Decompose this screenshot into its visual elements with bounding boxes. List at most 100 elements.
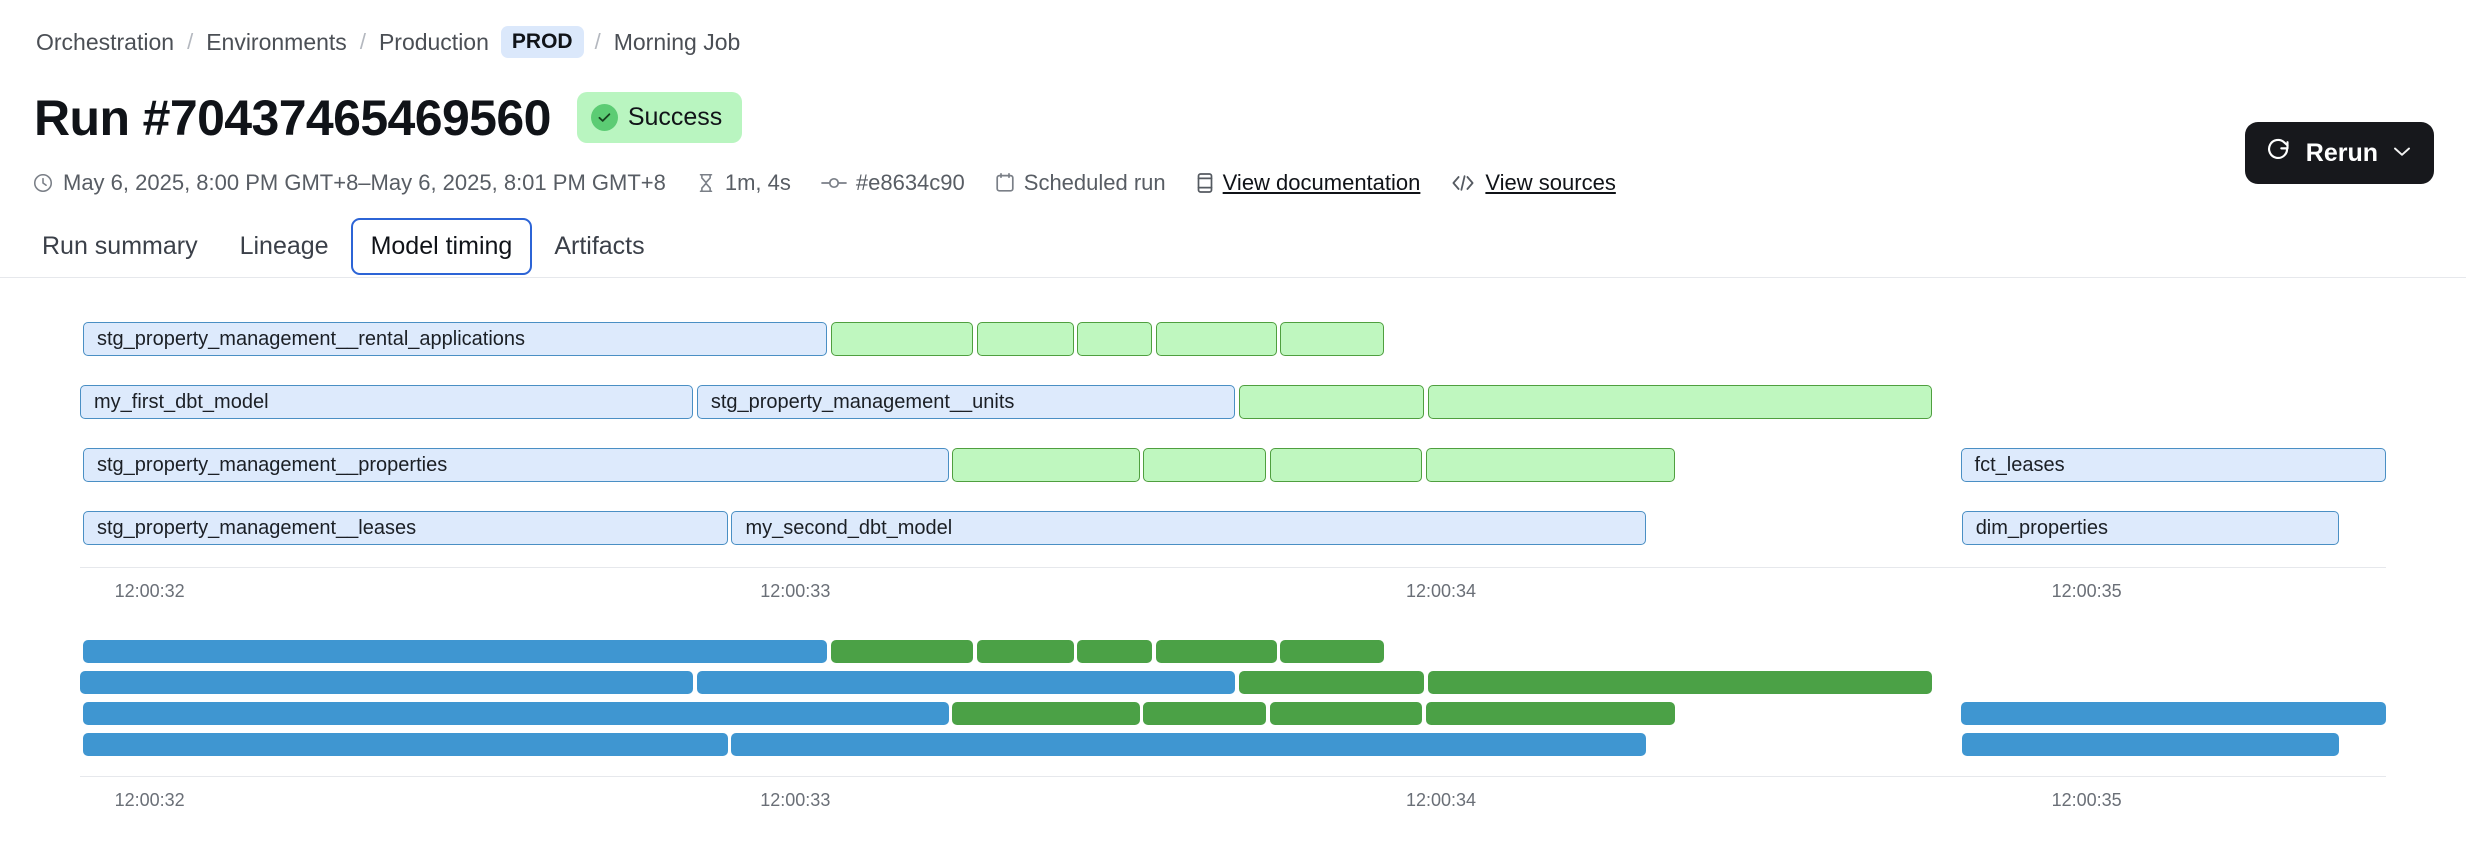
meta-documentation[interactable]: View documentation <box>1196 170 1421 196</box>
gantt-segment[interactable] <box>1143 702 1267 725</box>
gantt-segment-label: stg_property_management__units <box>710 390 1015 413</box>
breadcrumb: Orchestration / Environments / Productio… <box>34 26 742 58</box>
gantt-segment[interactable] <box>1077 640 1153 663</box>
check-circle-icon <box>590 104 618 131</box>
gantt-row <box>80 733 2386 756</box>
meta-duration: 1m, 4s <box>696 170 791 196</box>
gantt-segment-label: dim_properties <box>1975 516 2108 539</box>
gantt-segment-label: my_first_dbt_model <box>94 390 269 413</box>
axis-tick-label: 12:00:32 <box>114 581 185 601</box>
tab-artifacts[interactable]: Artifacts <box>554 232 645 260</box>
tab-lineage[interactable]: Lineage <box>239 232 329 260</box>
gantt-segment[interactable] <box>731 733 1646 756</box>
breadcrumb-item-morning-job: Morning Job <box>613 28 741 55</box>
status-label: Success <box>627 103 723 131</box>
chevron-down-icon[interactable] <box>2392 142 2412 164</box>
gantt-segment-label: stg_property_management__rental_applicat… <box>96 327 526 350</box>
meta-timerange-text: May 6, 2025, 8:00 PM GMT+8–May 6, 2025, … <box>63 170 666 195</box>
gantt-segment-fct_leases[interactable]: fct_leases <box>1960 448 2386 482</box>
gantt-segment-stg_property_management__properties[interactable]: stg_property_management__properties <box>82 448 949 482</box>
gantt-segment[interactable] <box>951 702 1140 725</box>
rerun-button[interactable]: Rerun <box>2244 122 2434 184</box>
tab-bar-divider <box>0 277 2466 278</box>
gantt-segment[interactable] <box>977 322 1074 356</box>
meta-commit-text: #e8634c90 <box>855 170 965 195</box>
gantt-segment[interactable] <box>1143 448 1267 482</box>
gantt-segment-label: fct_leases <box>1974 453 2065 476</box>
gantt-segment[interactable] <box>1960 702 2386 725</box>
gantt-segment-stg_property_management__rental_applications[interactable]: stg_property_management__rental_applicat… <box>82 322 827 356</box>
meta-trigger-text: Scheduled run <box>1023 170 1166 195</box>
meta-trigger: Scheduled run <box>995 170 1166 196</box>
refresh-icon <box>2265 136 2292 170</box>
tab-run-summary[interactable]: Run summary <box>42 232 198 260</box>
axis-tick-label: 12:00:34 <box>1405 790 1477 810</box>
breadcrumb-separator: / <box>187 29 194 54</box>
hourglass-icon <box>696 172 716 194</box>
gantt-segment[interactable] <box>1269 702 1423 725</box>
gantt-segment[interactable] <box>1427 671 1932 694</box>
gantt-segment[interactable] <box>1961 733 2339 756</box>
gantt-segment-my_second_dbt_model[interactable]: my_second_dbt_model <box>731 511 1646 545</box>
gantt-segment[interactable] <box>1425 702 1675 725</box>
gantt-segment[interactable] <box>1238 385 1425 419</box>
breadcrumb-item-production[interactable]: Production <box>378 28 489 55</box>
gantt-segment[interactable] <box>951 448 1140 482</box>
gantt-segment[interactable] <box>82 702 949 725</box>
gantt-segment-label: my_second_dbt_model <box>745 516 953 539</box>
gantt-segment[interactable] <box>696 671 1236 694</box>
gantt-segment[interactable] <box>830 640 974 663</box>
gantt-row <box>80 671 2386 694</box>
gantt-segment[interactable] <box>1280 322 1385 356</box>
tab-model-timing[interactable]: Model timing <box>350 218 533 276</box>
gantt-segment[interactable] <box>1155 640 1277 663</box>
gantt-segment[interactable] <box>1155 322 1277 356</box>
clock-icon <box>32 172 54 194</box>
gantt-segment-dim_properties[interactable]: dim_properties <box>1961 511 2339 545</box>
gantt-segment[interactable] <box>82 640 827 663</box>
time-axis: 12:00:32 12:00:33 12:00:34 12:00:35 <box>80 790 2386 816</box>
gantt-segment[interactable] <box>1425 448 1675 482</box>
gantt-segment-stg_property_management__units[interactable]: stg_property_management__units <box>696 385 1236 419</box>
rerun-label: Rerun <box>2305 138 2378 167</box>
code-brackets-icon <box>1450 173 1476 193</box>
axis-tick-label: 12:00:32 <box>114 790 185 810</box>
title-row: Run #70437465469560 Success <box>34 89 743 146</box>
axis-tick-label: 12:00:35 <box>2051 790 2122 810</box>
gantt-segment-stg_property_management__leases[interactable]: stg_property_management__leases <box>82 511 728 545</box>
breadcrumb-item-environments[interactable]: Environments <box>206 28 347 55</box>
meta-commit: #e8634c90 <box>821 170 965 196</box>
gantt-row <box>80 640 2386 663</box>
breadcrumb-separator: / <box>594 29 601 54</box>
axis-tick-label: 12:00:33 <box>760 581 831 601</box>
gantt-segment[interactable] <box>1280 640 1385 663</box>
gantt-row: stg_property_management__leases my_second… <box>80 511 2386 545</box>
gantt-segment[interactable] <box>977 640 1074 663</box>
status-badge: Success <box>576 92 743 143</box>
breadcrumb-badge-prod[interactable]: PROD <box>500 26 584 58</box>
gantt-segment[interactable] <box>1238 671 1425 694</box>
gantt-segment[interactable] <box>80 671 694 694</box>
gantt-row: stg_property_management__rental_applicat… <box>80 322 2386 356</box>
axis-tick-label: 12:00:33 <box>760 790 831 810</box>
meta-sources[interactable]: View sources <box>1450 170 1616 196</box>
gantt-segment[interactable] <box>1269 448 1423 482</box>
gantt-row <box>80 702 2386 725</box>
gantt-segment[interactable] <box>1427 385 1932 419</box>
gantt-segment[interactable] <box>82 733 728 756</box>
book-icon <box>1196 172 1214 194</box>
git-commit-icon <box>821 173 847 193</box>
gantt-segment-label: stg_property_management__properties <box>96 453 448 476</box>
view-sources-link[interactable]: View sources <box>1485 170 1616 195</box>
model-timing-chart-solid: 12:00:32 12:00:33 12:00:34 12:00:35 <box>0 640 2466 820</box>
gantt-segment-my_first_dbt_model[interactable]: my_first_dbt_model <box>80 385 694 419</box>
view-documentation-link[interactable]: View documentation <box>1222 170 1421 195</box>
gantt-segment-label: stg_property_management__leases <box>96 516 417 539</box>
calendar-icon <box>995 172 1015 194</box>
page-title: Run #70437465469560 <box>34 89 551 146</box>
gantt-segment[interactable] <box>1077 322 1153 356</box>
gantt-segment[interactable] <box>830 322 974 356</box>
gantt-row: stg_property_management__properties fct_l… <box>80 448 2386 482</box>
breadcrumb-item-orchestration[interactable]: Orchestration <box>36 28 175 55</box>
meta-duration-text: 1m, 4s <box>724 170 791 195</box>
